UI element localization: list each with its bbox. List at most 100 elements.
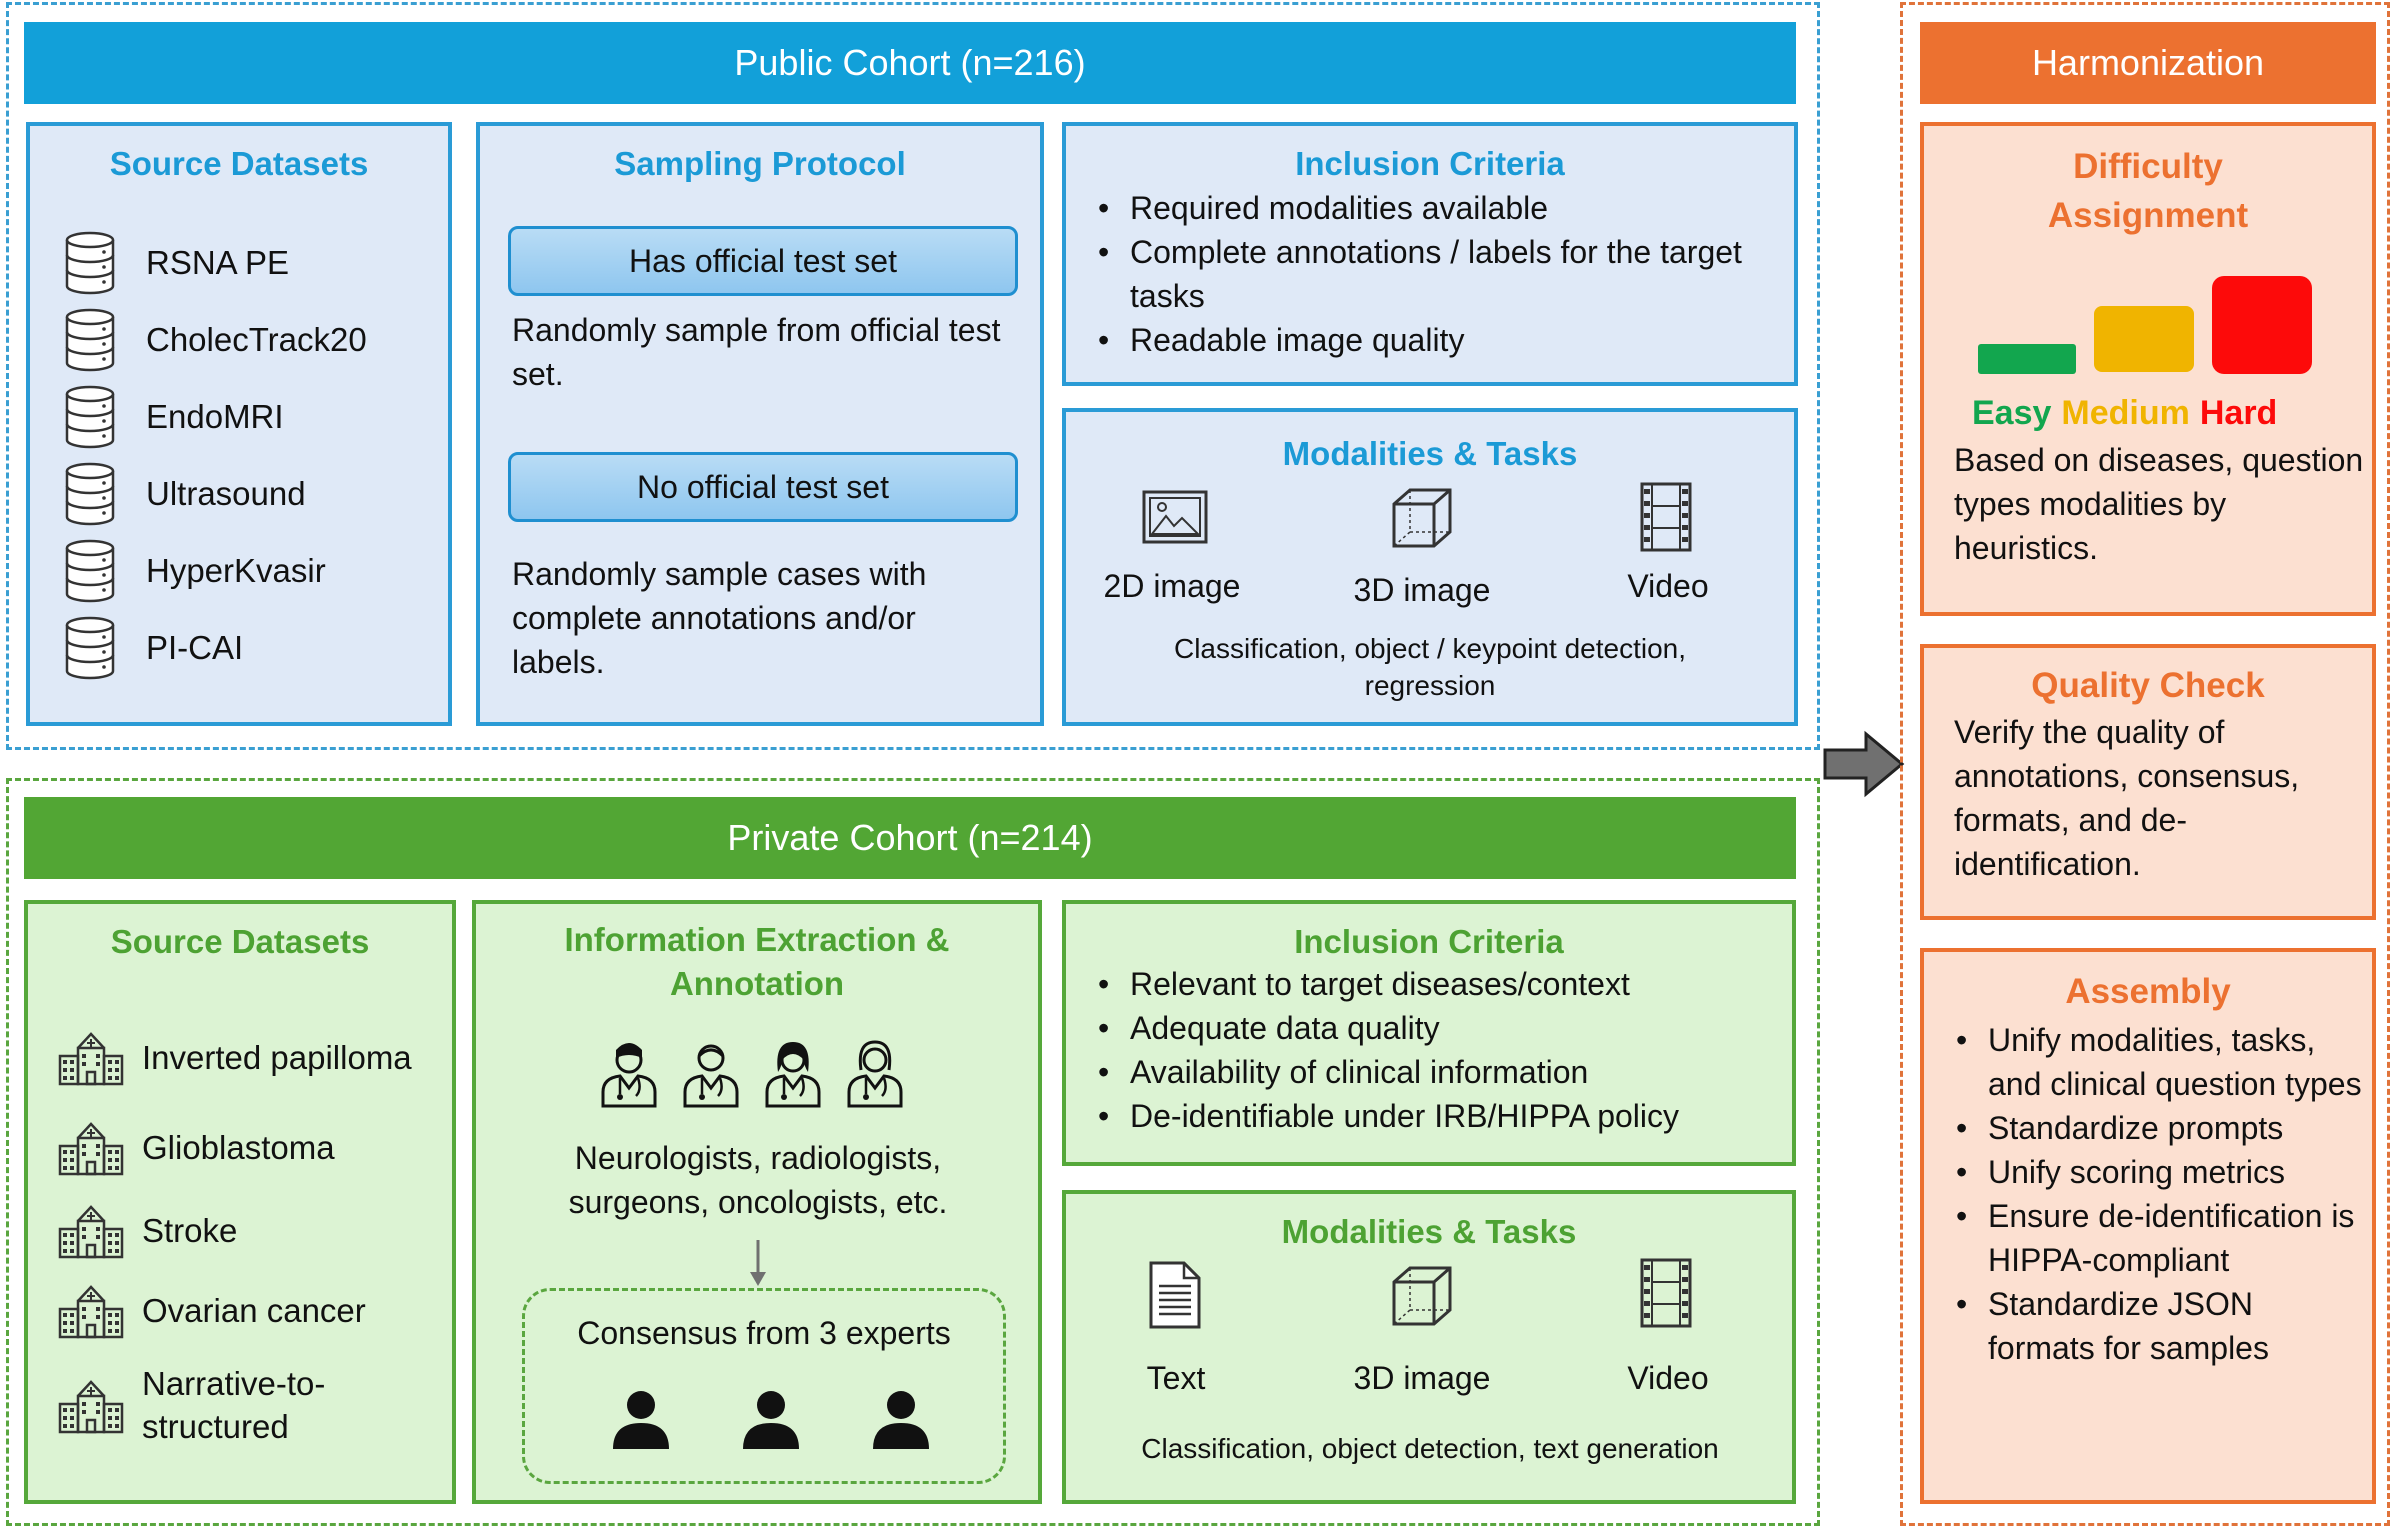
database-icon	[64, 615, 116, 681]
source-dataset-item: Stroke	[56, 1201, 446, 1259]
source-dataset-label: RSNA PE	[146, 244, 290, 281]
database-icon	[64, 307, 116, 373]
source-dataset-label: CholecTrack20	[146, 321, 367, 358]
source-dataset-item: Glioblastoma	[56, 1118, 446, 1176]
sampling-text-no-official: Randomly sample cases with complete anno…	[512, 556, 927, 680]
person-icon	[611, 1389, 671, 1459]
source-dataset-item: EndoMRI	[64, 384, 284, 450]
bullet-item: Adequate data quality	[1094, 1006, 1784, 1050]
bullet-item: De-identifiable under IRB/HIPPA policy	[1094, 1094, 1784, 1138]
difficulty-label-hard: Hard	[2199, 394, 2278, 432]
doctor-icon	[680, 1036, 742, 1108]
consensus-box: Consensus from 3 experts	[522, 1288, 1006, 1484]
source-dataset-item: CholecTrack20	[64, 307, 367, 373]
bullet-item: Availability of clinical information	[1094, 1050, 1784, 1094]
consensus-text: Consensus from 3 experts	[577, 1315, 951, 1351]
source-dataset-item: RSNA PE	[64, 230, 289, 296]
inclusion-bullets: Required modalities availableComplete an…	[1094, 186, 1784, 362]
source-dataset-item: Ovarian cancer	[56, 1281, 446, 1339]
quality-text: Verify the quality of annotations, conse…	[1954, 714, 2300, 882]
has-official-test-set-pill: Has official test set	[508, 226, 1018, 296]
hospital-icon	[56, 1376, 126, 1434]
source-dataset-item: PI-CAI	[64, 615, 243, 681]
quality-check-panel: Quality Check Verify the quality of anno…	[1920, 644, 2376, 920]
source-dataset-item: Inverted papilloma	[56, 1028, 446, 1086]
down-arrow-icon	[748, 1240, 768, 1286]
difficulty-level-blocks	[1968, 276, 2328, 376]
public-inclusion-criteria-panel: Inclusion Criteria Required modalities a…	[1062, 122, 1798, 386]
film-strip-icon	[1640, 1258, 1692, 1328]
source-dataset-label: PI-CAI	[146, 629, 244, 666]
public-cohort-frame	[6, 2, 1820, 750]
hospital-icon	[56, 1118, 126, 1176]
difficulty-label-easy: Easy	[1972, 394, 2052, 432]
modality-label-2d: 2D image	[1103, 568, 1241, 604]
person-icons	[611, 1389, 931, 1459]
harmonization-banner: Harmonization	[1920, 22, 2376, 104]
difficulty-block-medium	[2094, 306, 2194, 372]
public-modalities-tasks-panel: Modalities & Tasks 2D image 3D image Vid…	[1062, 408, 1798, 726]
bullet-item: Required modalities available	[1094, 186, 1784, 230]
panel-title: Modalities & Tasks	[1282, 435, 1578, 472]
inclusion-bullets: Relevant to target diseases/contextAdequ…	[1094, 962, 1784, 1138]
source-dataset-label: HyperKvasir	[146, 552, 326, 589]
bullet-item: Standardize prompts	[1952, 1106, 2362, 1150]
panel-title: Information Extraction & Annotation	[564, 921, 950, 1002]
doctor-icons	[598, 1036, 918, 1108]
difficulty-text: Based on diseases, question types modali…	[1954, 442, 2364, 566]
database-icon	[64, 384, 116, 450]
cube-icon	[1390, 1264, 1454, 1328]
hospital-icon	[56, 1281, 126, 1339]
public-cohort-banner: Public Cohort (n=216)	[24, 22, 1796, 104]
bullet-item: Unify scoring metrics	[1952, 1150, 2362, 1194]
panel-title: Sampling Protocol	[614, 145, 906, 182]
database-icon	[64, 230, 116, 296]
film-strip-icon	[1640, 482, 1692, 552]
right-arrow-icon	[1822, 730, 1906, 798]
assembly-panel: Assembly Unify modalities, tasks, and cl…	[1920, 948, 2376, 1504]
modality-tasks-text: Classification, object detection, text g…	[1141, 1433, 1719, 1464]
panel-title: Assembly	[2065, 972, 2231, 1011]
document-icon	[1148, 1260, 1202, 1330]
difficulty-block-easy	[1978, 344, 2076, 374]
panel-title: Modalities & Tasks	[1281, 1213, 1577, 1250]
bullet-item: Standardize JSON formats for samples	[1952, 1282, 2362, 1370]
modality-label-video: Video	[1627, 1360, 1709, 1396]
hospital-icon	[56, 1201, 126, 1259]
harmonization-frame	[1900, 2, 2390, 1526]
private-inclusion-criteria-panel: Inclusion Criteria Relevant to target di…	[1062, 900, 1796, 1166]
hospital-icon	[56, 1028, 126, 1086]
doctor-icon	[598, 1036, 660, 1108]
sampling-text-official: Randomly sample from official test set.	[512, 312, 1001, 392]
source-dataset-label: Ovarian cancer	[142, 1291, 366, 1329]
panel-title: Quality Check	[2031, 666, 2265, 705]
source-dataset-label: EndoMRI	[146, 398, 284, 435]
panel-title: Source Datasets	[109, 145, 369, 182]
cube-icon	[1390, 486, 1454, 550]
public-sampling-protocol-panel: Sampling Protocol Has official test set …	[476, 122, 1044, 726]
private-cohort-frame	[6, 778, 1820, 1526]
source-dataset-label: Stroke	[142, 1211, 238, 1249]
experts-text: Neurologists, radiologists, surgeons, on…	[568, 1140, 948, 1220]
no-official-test-set-pill: No official test set	[508, 452, 1018, 522]
modality-label-video: Video	[1627, 568, 1709, 604]
person-icon	[741, 1389, 801, 1459]
bullet-item: Ensure de-identification is HIPPA-compli…	[1952, 1194, 2362, 1282]
private-extraction-panel: Information Extraction & Annotation Neur…	[472, 900, 1042, 1504]
image-icon	[1142, 490, 1208, 544]
panel-title: Difficulty Assignment	[2047, 147, 2249, 235]
source-dataset-label: Narrative-to-structured	[142, 1365, 326, 1445]
doctor-icon	[844, 1036, 906, 1108]
source-dataset-label: Inverted papilloma	[142, 1038, 412, 1076]
source-dataset-item: HyperKvasir	[64, 538, 326, 604]
bullet-item: Complete annotations / labels for the ta…	[1094, 230, 1784, 318]
panel-title: Inclusion Criteria	[1294, 923, 1564, 960]
source-dataset-label: Ultrasound	[146, 475, 306, 512]
modality-tasks-text: Classification, object / keypoint detect…	[1173, 633, 1687, 701]
private-modalities-tasks-panel: Modalities & Tasks Text 3D image Video C…	[1062, 1190, 1796, 1504]
panel-title: Source Datasets	[110, 923, 370, 960]
database-icon	[64, 538, 116, 604]
